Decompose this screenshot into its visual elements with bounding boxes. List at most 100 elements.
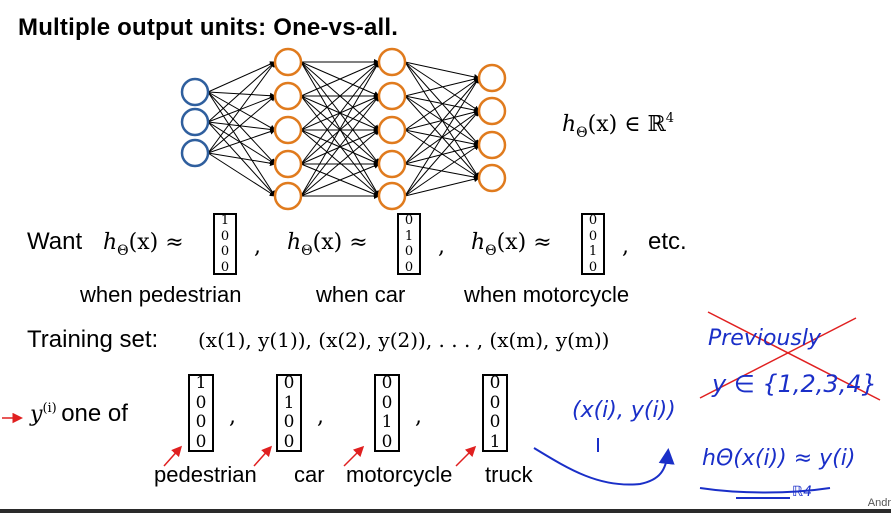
vec-entry: 0 [404, 259, 414, 275]
hypothesis-sup: 4 [665, 111, 675, 126]
handwritten-r4: ℝ4 [792, 484, 812, 500]
vec-entry: 0 [404, 213, 414, 229]
comma: , [622, 234, 629, 259]
label-line-lead: y(i) one of [30, 400, 128, 428]
hidden-node [377, 115, 407, 145]
caption-pedestrian: pedestrian [154, 462, 257, 487]
approx-rest: (x) ≈ [128, 230, 184, 255]
network-edge [300, 163, 380, 197]
approx-sub: Θ [117, 243, 129, 259]
output-node [477, 63, 507, 93]
vec-entry: 1 [489, 431, 501, 452]
vec-entry: 0 [381, 431, 393, 452]
want-vector-pedestrian: 1 0 0 0 [213, 213, 237, 275]
approx-h: h [471, 230, 486, 255]
training-set-expression: (x(1), y(1)), (x(2), y(2)), . . . , (x(m… [198, 328, 609, 352]
vec-entry: 1 [588, 244, 598, 260]
vec-entry: 0 [220, 228, 230, 244]
blue-handwriting-strokes [533, 438, 831, 499]
network-edge [207, 91, 276, 165]
handwritten-y-set: y ∈ {1,2,3,4} [712, 370, 877, 398]
approx-rest: (x) ≈ [312, 230, 368, 255]
network-edge [404, 77, 480, 165]
network-edge [300, 129, 380, 197]
slide-title: Multiple output units: One-vs-all. [18, 14, 399, 41]
vec-entry: 0 [489, 412, 501, 433]
comma: , [229, 404, 236, 429]
want-label: Want [27, 228, 83, 255]
vec-entry: 1 [404, 228, 414, 244]
want-approx-2: hΘ(x) ≈ [287, 230, 368, 259]
network-edge [300, 95, 380, 197]
caption-when-motorcycle: when motorcycle [464, 282, 630, 307]
approx-rest: (x) ≈ [496, 230, 552, 255]
vec-entry: 1 [283, 392, 295, 413]
vec-entry: 0 [588, 213, 598, 229]
label-vector-motorcycle: 0 0 1 0 [374, 374, 400, 452]
network-edge [207, 91, 276, 197]
approx-h: h [287, 230, 302, 255]
handwritten-previously: Previously [708, 326, 821, 351]
hypothesis-h: h [562, 112, 577, 137]
network-edge [300, 61, 380, 97]
network-edge [207, 95, 276, 154]
network-edge [300, 61, 380, 165]
hidden-node [377, 81, 407, 111]
output-node [477, 163, 507, 193]
vec-entry: 0 [404, 244, 414, 260]
hidden-node [273, 115, 303, 145]
handwritten-pair: (x(i), y(i)) [572, 398, 676, 423]
want-vector-car: 0 1 0 0 [397, 213, 421, 275]
vec-entry: 0 [220, 244, 230, 260]
network-edge [207, 152, 276, 197]
corner-text: Andr [867, 497, 891, 509]
network-edge [207, 61, 276, 123]
hidden-node [377, 47, 407, 77]
network-edge [404, 144, 480, 197]
network-edge [207, 152, 276, 167]
vec-entry: 0 [195, 392, 207, 413]
network-edge [404, 176, 480, 197]
vec-entry: 0 [588, 259, 598, 275]
network-edge [404, 76, 480, 97]
hidden-node [377, 181, 407, 211]
network-edge [207, 61, 276, 154]
network-edge [207, 121, 276, 133]
hidden-node [273, 149, 303, 179]
etc-text: etc. [648, 228, 687, 255]
label-vector-truck: 0 0 0 1 [482, 374, 508, 452]
caption-when-pedestrian: when pedestrian [80, 282, 242, 307]
output-node [477, 96, 507, 126]
want-vector-motorcycle: 0 0 1 0 [581, 213, 605, 275]
network-edge [207, 95, 276, 123]
vec-entry: 1 [195, 373, 207, 394]
approx-h: h [103, 230, 118, 255]
network-edge [300, 61, 380, 131]
approx-sub: Θ [485, 243, 497, 259]
comma: , [317, 404, 324, 429]
network-edge [404, 77, 480, 131]
vec-entry: 1 [220, 213, 230, 229]
hypothesis-sub: Θ [576, 125, 588, 141]
hidden-node [273, 47, 303, 77]
vec-entry: 0 [220, 259, 230, 275]
label-vector-pedestrian: 1 0 0 0 [188, 374, 214, 452]
network-edge [207, 91, 276, 99]
hidden-node [273, 181, 303, 211]
vec-entry: 0 [489, 373, 501, 394]
vec-entry: 0 [195, 431, 207, 452]
bottom-bar [0, 509, 891, 513]
red-annotations [2, 311, 881, 467]
comma: , [254, 234, 261, 259]
vec-entry: 0 [381, 373, 393, 394]
vec-entry: 0 [283, 431, 295, 452]
one-of-text: one of [61, 400, 128, 427]
input-node [180, 77, 210, 107]
network-edge [404, 110, 480, 197]
want-approx-1: hΘ(x) ≈ [103, 230, 184, 259]
approx-sub: Θ [301, 243, 313, 259]
vec-entry: 0 [489, 392, 501, 413]
network-edge [207, 61, 276, 93]
caption-motorcycle: motorcycle [346, 462, 453, 487]
